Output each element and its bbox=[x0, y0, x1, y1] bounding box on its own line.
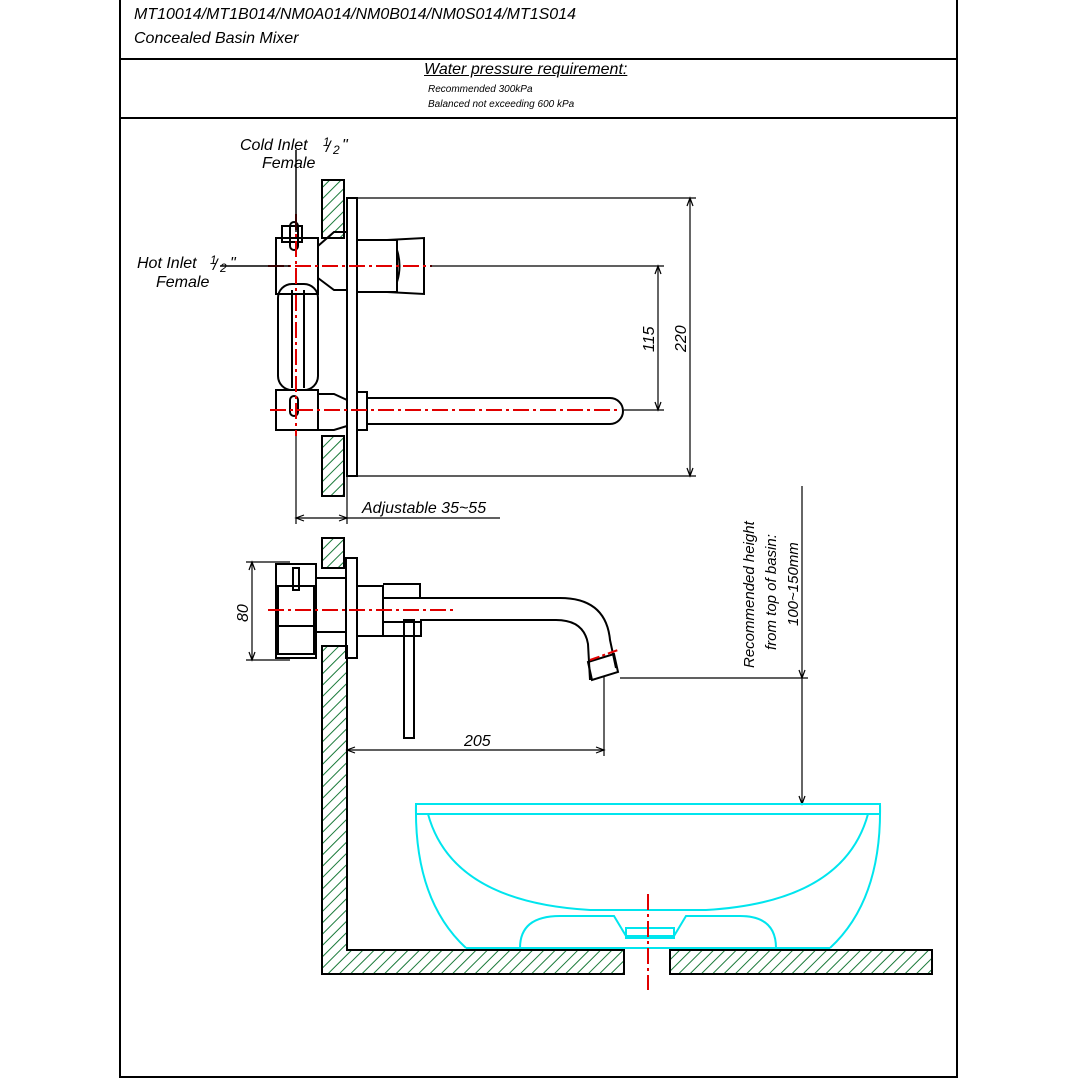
model-numbers: MT10014/MT1B014/NM0A014/NM0B014/NM0S014/… bbox=[134, 6, 576, 23]
side-view: 80 205 Recommended height from top of ba… bbox=[235, 486, 933, 990]
centerlines-top bbox=[268, 214, 620, 436]
cover-plate bbox=[346, 197, 358, 477]
hot-inlet-label: Hot Inlet bbox=[137, 255, 197, 272]
valve-body bbox=[275, 221, 348, 431]
cold-inlet-inch: " bbox=[342, 137, 349, 154]
wall-section-lower bbox=[321, 435, 345, 497]
spout-top bbox=[356, 391, 624, 431]
cold-inlet-label: Cold Inlet bbox=[240, 137, 308, 154]
cold-inlet-fraction-bar: / bbox=[325, 139, 332, 156]
valve-body-side bbox=[275, 557, 384, 659]
dim-205: 205 bbox=[463, 733, 491, 750]
pressure-heading: Water pressure requirement: bbox=[424, 61, 628, 78]
drawing-frame bbox=[119, 0, 958, 1078]
adjustable-label: Adjustable 35~55 bbox=[361, 500, 486, 517]
lever-handle-side bbox=[382, 583, 422, 739]
title-block bbox=[119, 0, 958, 60]
cold-inlet-female: Female bbox=[262, 155, 315, 172]
dim-115: 115 bbox=[641, 326, 658, 352]
hot-inlet-fraction-num: 1 bbox=[210, 253, 217, 267]
dim-80: 80 bbox=[235, 604, 252, 622]
hot-inlet-fraction-den: 2 bbox=[219, 261, 227, 275]
recommended-height-line3: 100~150mm bbox=[785, 542, 802, 626]
cold-inlet-fraction-den: 2 bbox=[332, 143, 340, 157]
dimensions-top bbox=[294, 196, 696, 524]
pressure-recommended: Recommended 300kPa bbox=[428, 84, 533, 95]
wall-floor-section bbox=[321, 645, 625, 975]
dimension-205 bbox=[345, 676, 606, 756]
pressure-balanced: Balanced not exceeding 600 kPa bbox=[428, 99, 575, 110]
spout-side bbox=[420, 597, 620, 682]
inlet-leaders bbox=[220, 150, 297, 267]
product-name: Concealed Basin Mixer bbox=[134, 30, 299, 47]
hot-inlet-female: Female bbox=[156, 274, 209, 291]
recommended-height-line1: Recommended height bbox=[741, 520, 758, 668]
hot-inlet-fraction-bar: / bbox=[212, 257, 219, 274]
wall-section-upper bbox=[321, 179, 345, 239]
recommended-height-line2: from top of basin: bbox=[763, 534, 780, 650]
top-view: 115 220 Adjustable 35~55 Cold Inlet 1 / … bbox=[137, 135, 696, 524]
wall-side-upper bbox=[321, 537, 345, 569]
requirements-block bbox=[119, 60, 958, 119]
dim-220: 220 bbox=[673, 325, 690, 353]
spout-centerline bbox=[589, 649, 619, 661]
hot-inlet-inch: " bbox=[230, 255, 237, 272]
floor-section-right bbox=[669, 949, 933, 975]
dimension-80 bbox=[246, 560, 290, 662]
cold-inlet-fraction-num: 1 bbox=[323, 135, 330, 149]
